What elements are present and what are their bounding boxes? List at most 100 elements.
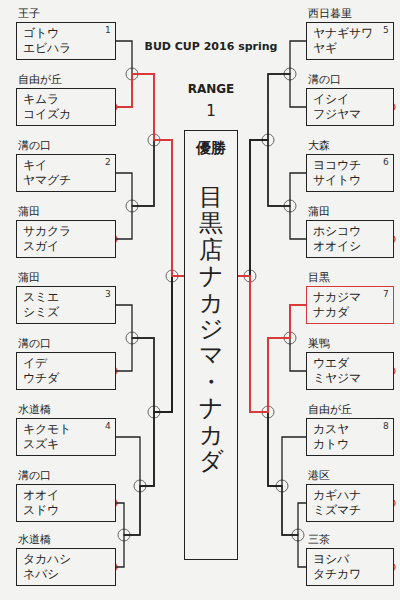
player-name: スガイ (17, 239, 101, 254)
bracket-line (116, 276, 184, 486)
seed-number: 6 (383, 157, 389, 168)
champion-box: 優勝目黒店 ナカジマ・ナカダ (184, 130, 238, 560)
player-name: イデ (17, 356, 101, 371)
player-name: スドウ (17, 503, 101, 518)
player-name: ヨシバ (307, 552, 379, 567)
bracket-line (238, 140, 306, 276)
club-name: 巣鴨 (308, 337, 330, 351)
player-name: キムラ (17, 92, 101, 107)
club-name: 港区 (308, 469, 330, 483)
bracket-line (116, 276, 184, 412)
seed-number: 7 (383, 289, 389, 300)
player-name: スミエ (17, 290, 101, 305)
player-name: オオイ (17, 488, 101, 503)
player-name: タカハシ (17, 552, 101, 567)
champion-name: 目黒店 ナカジマ・ナカダ (199, 184, 223, 474)
bracket-line (116, 140, 184, 276)
club-name: 王子 (18, 7, 40, 21)
player-name: シミズ (17, 305, 101, 320)
player-name: サイトウ (307, 173, 379, 188)
player-name: カトウ (307, 437, 379, 452)
team-box: 巣鴨ウエダミヤジマ (306, 352, 394, 390)
range-number: 1 (206, 102, 216, 120)
bracket-line (116, 41, 184, 276)
player-name: ネバシ (17, 567, 101, 582)
player-name: スズキ (17, 437, 101, 452)
club-name: 目黒 (308, 271, 330, 285)
bracket-line (238, 140, 306, 276)
player-name: ゴトウ (17, 26, 101, 41)
team-box: 港区カギハナミズマチ (306, 484, 394, 522)
bracket-line (238, 276, 306, 535)
team-box: 蒲田サカクラスガイ (16, 220, 116, 258)
bracket-line (238, 74, 306, 276)
player-name: ヤナギサワ (307, 26, 379, 41)
club-name: 水道橋 (18, 533, 51, 547)
champion-heading: 優勝 (196, 139, 226, 158)
club-name: 溝の口 (18, 139, 51, 153)
team-box: 溝の口イデウチダ (16, 352, 116, 390)
player-name: ウエダ (307, 356, 379, 371)
player-name: カギハナ (307, 488, 379, 503)
club-name: 溝の口 (18, 469, 51, 483)
team-box: 溝の口イシイフジヤマ (306, 88, 394, 126)
player-name: ヤマグチ (17, 173, 101, 188)
team-box: 王子ゴトウエビハラ (16, 22, 116, 60)
club-name: 溝の口 (18, 337, 51, 351)
player-name: オオイシ (307, 239, 379, 254)
team-box: 三茶ヨシバタチカワ (306, 548, 394, 586)
seed-number: 4 (105, 421, 111, 432)
player-name: ヨコウチ (307, 158, 379, 173)
club-name: 溝の口 (308, 73, 341, 87)
player-name: キイ (17, 158, 101, 173)
player-name: ウチダ (17, 371, 101, 386)
team-box: 蒲田ホシコウオオイシ (306, 220, 394, 258)
player-name: ナカジマ (307, 290, 379, 305)
club-name: 三茶 (308, 533, 330, 547)
player-name: イシイ (307, 92, 379, 107)
bracket-line (238, 276, 306, 412)
bracket-line (116, 276, 184, 567)
team-box: 大森ヨコウチサイトウ (306, 154, 394, 192)
player-name: エビハラ (17, 41, 101, 56)
team-box: 西日暮里ヤナギサワヤギ (306, 22, 394, 60)
bracket-line (116, 140, 184, 276)
team-box: 溝の口オオイスドウ (16, 484, 116, 522)
team-box: 溝の口キイヤマグチ (16, 154, 116, 192)
cup-title: BUD CUP 2016 spring (145, 40, 278, 53)
team-box: 目黒ナカジマナカダ (306, 286, 394, 324)
player-name: フジヤマ (307, 107, 379, 122)
bracket-line (238, 276, 306, 567)
club-name: 自由が丘 (308, 403, 352, 417)
player-name: サカクラ (17, 224, 101, 239)
range-heading: RANGE (188, 82, 235, 96)
club-name: 蒲田 (18, 271, 40, 285)
club-name: 自由が丘 (18, 73, 62, 87)
seed-number: 2 (105, 157, 111, 168)
player-name: ヤギ (307, 41, 379, 56)
team-box: 蒲田スミエシミズ (16, 286, 116, 324)
player-name: コイズカ (17, 107, 101, 122)
club-name: 大森 (308, 139, 330, 153)
player-name: ミヤジマ (307, 371, 379, 386)
team-box: 自由が丘カスヤカトウ (306, 418, 394, 456)
bracket-line (116, 276, 184, 412)
player-name: ナカダ (307, 305, 379, 320)
bracket-line (238, 41, 306, 276)
team-box: 水道橋キクモトスズキ (16, 418, 116, 456)
seed-number: 1 (105, 25, 111, 36)
bracket-line (238, 276, 306, 412)
club-name: 蒲田 (308, 205, 330, 219)
player-name: ミズマチ (307, 503, 379, 518)
club-name: 水道橋 (18, 403, 51, 417)
player-name: カスヤ (307, 422, 379, 437)
player-name: ホシコウ (307, 224, 379, 239)
club-name: 西日暮里 (308, 7, 352, 21)
club-name: 蒲田 (18, 205, 40, 219)
seed-number: 8 (383, 421, 389, 432)
bracket-line (116, 276, 184, 535)
bracket-line (116, 74, 184, 276)
player-name: タチカワ (307, 567, 379, 582)
bracket-line (238, 276, 306, 486)
